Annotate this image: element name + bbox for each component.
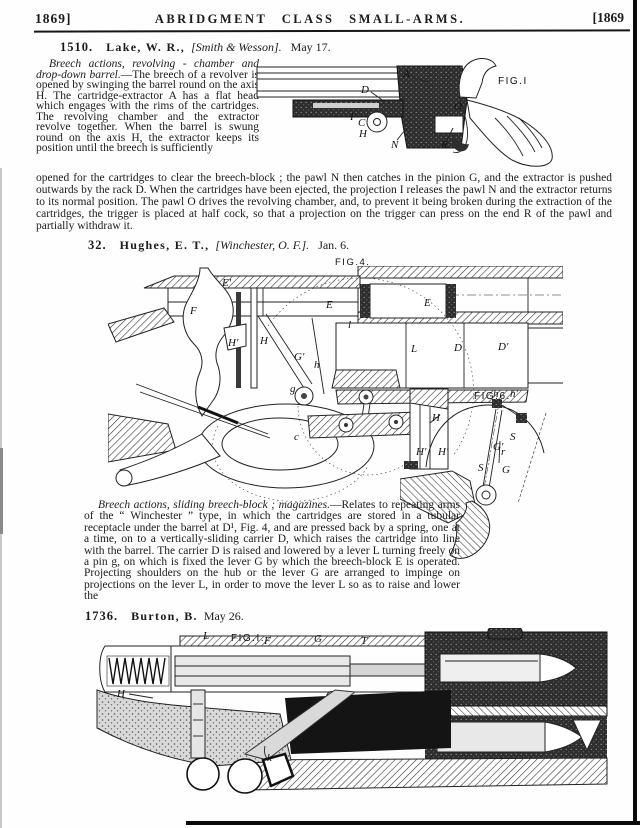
entry-number: 1736. (85, 609, 118, 623)
figure-label: N (390, 139, 399, 151)
revolver-hammer (459, 59, 496, 98)
page-number-right: [1869 (593, 10, 625, 26)
figure-label: S (510, 431, 516, 443)
entry-lead-italic: Breech actions, sliding breech-block ; m… (98, 499, 330, 511)
figure-label: G′ (294, 351, 305, 363)
entry-32-heading: 32. Hughes, E. T., [Winchester, O. F.]. Jan… (88, 238, 349, 253)
revolver-barrel (257, 67, 415, 97)
figure-label: T (361, 635, 368, 647)
figure-label: l (348, 319, 351, 331)
figure-burton-rifle-drawing: L F G T H k FIG.I. (95, 628, 610, 798)
figure-label: E′ (221, 277, 232, 289)
scan-edge-bar-right (633, 0, 637, 825)
patentee-name: Hughes, E. T., (120, 238, 210, 252)
figure-label: g (290, 383, 296, 395)
figure-label: L (202, 630, 209, 642)
entry-date: May 17. (291, 40, 331, 54)
entry-body-text: —The breech of a revolver is opened by s… (36, 69, 259, 155)
figure-label: h (314, 359, 320, 371)
revolver-grip (452, 100, 552, 166)
burton-butt-spring (100, 646, 171, 692)
figure-label: H′ (227, 337, 239, 349)
entry-1736-heading: 1736. Burton, B. May 26. (85, 609, 244, 624)
header-rule (34, 29, 630, 32)
entry-1510-column-text: Breech actions, revolving - chamber and … (36, 59, 259, 154)
figure-label: S (478, 462, 484, 474)
figure-label: G (502, 464, 510, 476)
figure-label: H′ (437, 446, 449, 458)
patentee-affiliation: [Smith & Wesson]. (191, 40, 282, 54)
figure-label: D (453, 342, 462, 354)
page-title: ABRIDGMENT CLASS SMALL-ARMS. (40, 12, 580, 27)
figure-label: H′ (415, 446, 427, 458)
entry-number: 32. (88, 238, 107, 252)
entry-body-text: —Relates to repeating arms of the “ Winc… (84, 499, 460, 602)
figure-label: E (423, 297, 431, 309)
figure-6-text-wrap-spacer (460, 500, 580, 580)
figure-label: F (189, 305, 197, 317)
figure-label: c (294, 431, 299, 443)
entry-1510-full-text: opened for the cartridges to clear the b… (36, 172, 612, 232)
figure-label: H (358, 128, 368, 140)
patentee-affiliation: [Winchester, O. F.]. (215, 238, 309, 252)
figure-label: O (454, 101, 462, 113)
entry-date: Jan. 6. (318, 238, 349, 252)
figure-label: H (116, 688, 126, 700)
figure-1-revolver-drawing: A D O I C H N R FIG.I (255, 56, 590, 170)
figure-label: H (431, 412, 441, 424)
figure-label: D (360, 84, 369, 96)
figure-label: H (259, 335, 269, 347)
burton-breech-block-dark (425, 628, 607, 706)
scan-edge-bar-bottom (186, 821, 640, 825)
patentee-name: Lake, W. R., (106, 40, 185, 54)
patentee-name: Burton, B. (131, 609, 198, 623)
entry-date: May 26. (204, 609, 244, 623)
figure-caption: FIG.I. (231, 633, 265, 644)
fig4-barrel (348, 266, 563, 324)
figure-label: R (440, 139, 448, 151)
figure-label: E (325, 299, 333, 311)
entry-1510-heading: 1510. Lake, W. R., [Smith & Wesson]. May 17… (60, 40, 331, 55)
figure-label: D′ (497, 341, 509, 353)
figure-label: A (402, 68, 410, 80)
figure-label: L (410, 343, 417, 355)
figure-caption: FIG.I (498, 76, 528, 87)
figure-label: h′ (510, 388, 519, 400)
figure-label: G (314, 633, 322, 645)
scan-edge-line-left-dark (0, 448, 3, 534)
figure-label: r (501, 446, 506, 458)
figure-caption: FIG.6. (474, 391, 511, 402)
entry-number: 1510. (60, 40, 93, 54)
entry-32-paragraph: Breech actions, sliding breech-block ; m… (84, 500, 580, 603)
burton-stock-and-lock (97, 690, 451, 766)
